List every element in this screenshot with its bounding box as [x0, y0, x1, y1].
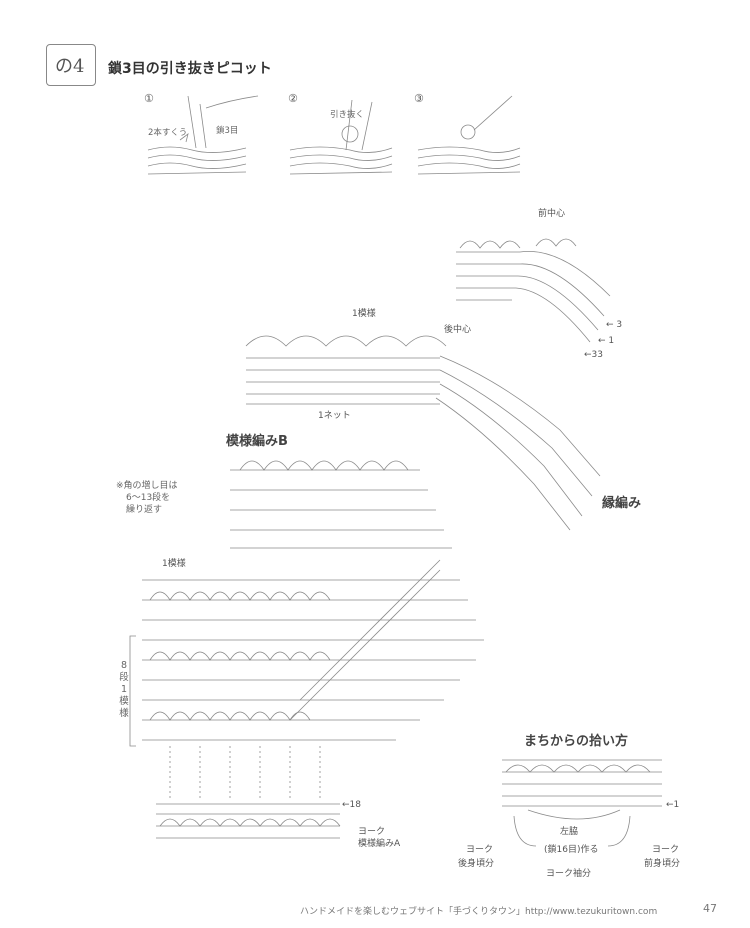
step-2-number: ②	[288, 92, 298, 105]
label-one-net: 1ネット	[318, 411, 351, 421]
pickup-right-1: ヨーク	[652, 845, 680, 855]
corner-note-line-3: 繰り返す	[126, 505, 163, 515]
edging-front-chart	[456, 238, 611, 343]
corner-note: ※角の増し目は 6〜13段を 繰り返す	[116, 480, 178, 516]
pickup-left-2: 後身頃分	[458, 859, 495, 869]
corner-note-line-1: ※角の増し目は	[116, 481, 178, 491]
repeat-bracket	[129, 635, 136, 747]
heading-edging: 縁編み	[602, 496, 642, 511]
step-1-annot-left: 2本すくう	[148, 128, 188, 138]
edging-back-chart	[245, 335, 601, 531]
pickup-left-1: ヨーク	[466, 845, 494, 855]
label-yoke-a-line-2: 模様編みA	[358, 839, 401, 849]
footer-text: ハンドメイドを楽しむウェブサイト「手づくりタウン」http://www.tezu…	[300, 907, 658, 917]
label-row-3: ← 3	[606, 320, 623, 330]
label-row-1-top: ← 1	[598, 336, 615, 346]
badge-glyph-icon: の4	[55, 56, 84, 77]
page-number: 47	[703, 902, 717, 915]
label-yoke-a-line-1: ヨーク	[358, 827, 386, 837]
section-badge: の4	[46, 44, 96, 86]
svg-text:の4: の4	[55, 56, 84, 77]
pickup-center-2: (鎖16目)作る	[544, 845, 599, 855]
label-one-pattern-top: 1模様	[352, 309, 376, 319]
corner-note-line-2: 6〜13段を	[126, 493, 171, 503]
step-3-number: ③	[414, 92, 424, 105]
step-1-illustration	[147, 95, 259, 175]
page-title: 鎖3目の引き抜きピコット	[108, 61, 272, 77]
heading-pattern-b: 模様編みB	[226, 434, 288, 449]
step-2-illustration	[289, 99, 393, 175]
label-back-center: 後中心	[444, 325, 472, 335]
label-front-center: 前中心	[538, 209, 566, 219]
heading-pickup: まちからの拾い方	[524, 734, 629, 749]
pickup-center-1: 左脇	[560, 827, 579, 837]
label-row-33: ←33	[584, 350, 603, 360]
pickup-chart	[502, 759, 662, 847]
step-1-annot-right: 鎖3目	[216, 126, 239, 136]
pickup-bottom: ヨーク袖分	[546, 869, 592, 879]
label-row-18: ←18	[342, 800, 361, 810]
pickup-row-1: ←1	[666, 800, 680, 810]
step-1-number: ①	[144, 92, 154, 105]
step-2-annot: 引き抜く	[330, 110, 365, 120]
step-3-illustration	[417, 95, 521, 175]
pickup-right-2: 前身頃分	[644, 859, 681, 869]
label-repeat-side: 8段1模様	[119, 660, 129, 719]
pattern-b-chart	[142, 460, 484, 741]
label-one-pattern-left: 1模様	[162, 559, 186, 569]
yoke-a-chart	[156, 803, 341, 839]
